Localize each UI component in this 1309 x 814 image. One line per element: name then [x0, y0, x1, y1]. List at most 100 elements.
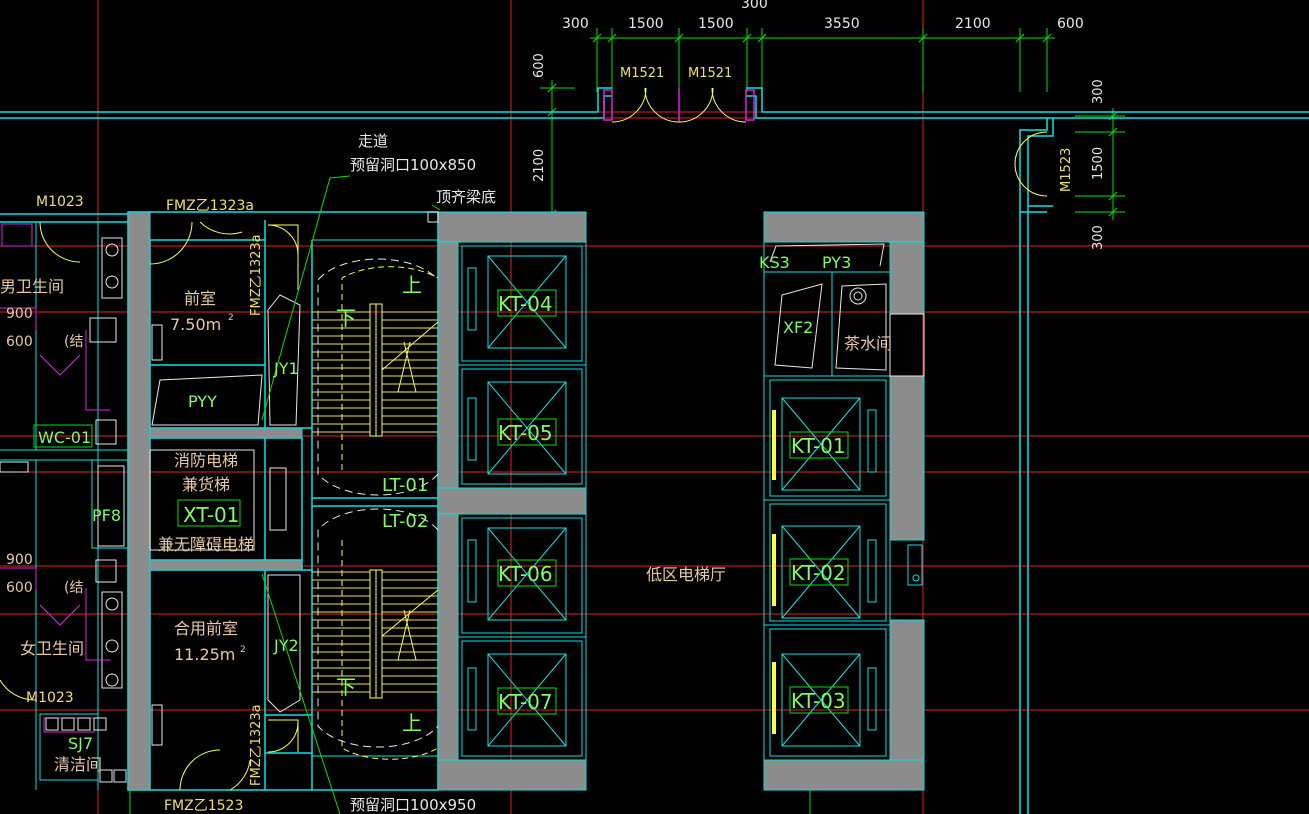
- room-cleaning: 清洁间: [54, 755, 102, 774]
- door-m1023-top: M1023: [36, 194, 84, 210]
- shaft-outlines: [97, 294, 301, 746]
- double-door-m1521: [611, 87, 747, 123]
- stair-handrails: [369, 303, 439, 699]
- dim-3550: 3550: [824, 16, 860, 32]
- shaft-pf8: PF8: [92, 506, 121, 525]
- dim-300-right-bottom: 300: [1091, 225, 1106, 250]
- elevator-kt01: KT-01: [791, 434, 846, 458]
- elevator-labels-right-boxes: [789, 431, 849, 714]
- stair-up-a: 上: [402, 273, 422, 297]
- level-c: 900: [6, 552, 33, 568]
- annotation-beam-flush: 顶齐梁底: [436, 188, 496, 206]
- stair-down-a: 下: [336, 306, 356, 330]
- room-female-toilet: 女卫生间: [20, 639, 84, 658]
- elevator-kt04: KT-04: [498, 292, 553, 316]
- annotation-opening-bottom: 预留洞口100x950: [350, 796, 476, 814]
- shaft-pyy: PYY: [188, 392, 217, 411]
- area-sup-b: 2: [240, 645, 246, 655]
- stair-treads: [312, 311, 438, 693]
- elevator-kt05: KT-05: [498, 421, 553, 445]
- dim-300-left: 300: [562, 16, 589, 32]
- top-dimension-texts: 300 1500 1500 300 3550 2100 600: [562, 0, 1084, 32]
- elevator-kt02: KT-02: [791, 561, 846, 585]
- dim-1500-b: 1500: [698, 16, 734, 32]
- elevator-door-marks-right: [772, 410, 776, 734]
- shaft-ks3: KS3: [759, 253, 790, 272]
- elevator-xt01: XT-01: [183, 503, 239, 527]
- toilet-partitions: [0, 223, 110, 733]
- door-label-m1521-a: M1521: [620, 66, 664, 81]
- level-a: 900: [6, 306, 33, 322]
- stair-down-b: 下: [336, 675, 356, 699]
- room-sub-labels: (结 (结 900 600 900 600 2 2: [6, 306, 246, 655]
- annotation-corridor: 走道: [358, 132, 388, 150]
- area-sup-a: 2: [228, 313, 234, 323]
- elevator-kt07: KT-07: [498, 690, 553, 714]
- shaft-jy2: JY2: [273, 636, 299, 655]
- dim-1500-a: 1500: [628, 16, 664, 32]
- door-fmz-bottom: FMZ乙1523: [164, 798, 243, 814]
- stair-lt02: LT-02: [382, 511, 428, 532]
- door-fmz-right-bottom: FMZ乙1323a: [249, 704, 264, 786]
- dim-2100: 2100: [955, 16, 991, 32]
- door-label-m1523: M1523: [1059, 148, 1074, 192]
- elevator-bank-left: [457, 241, 587, 761]
- shaft-jy1: JY1: [273, 359, 299, 378]
- elevator-kt03: KT-03: [791, 689, 846, 713]
- room-low-zone-lobby: 低区电梯厅: [646, 565, 726, 584]
- elevator-bank-right: [763, 241, 923, 761]
- upper-right-shafts: [769, 243, 887, 371]
- level-d: 600: [6, 580, 33, 596]
- room-shared-front-room: 合用前室: [174, 619, 238, 638]
- annotations: 走道 预留洞口100x850 顶齐梁底 预留洞口100x950: [350, 132, 496, 814]
- xt01-label-box: [177, 499, 241, 527]
- room-male-toilet: 男卫生间: [0, 277, 64, 296]
- stair-labels: LT-01 LT-02: [382, 475, 428, 532]
- room-labels: 男卫生间 女卫生间 前室 7.50m 合用前室 11.25m 消防电梯 兼货梯 …: [0, 277, 892, 774]
- leader-lines: [129, 175, 811, 814]
- door-m1023-bottom: M1023: [26, 690, 74, 706]
- upper-right-shaft-frame: [889, 313, 925, 377]
- dim-300-right-top: 300: [1091, 79, 1106, 104]
- elevator-labels-left-boxes: [497, 289, 557, 715]
- door-fmz-top: FMZ乙1323a: [166, 198, 254, 214]
- room-accessible-elevator: 兼无障碍电梯: [158, 535, 254, 554]
- stair-lt01: LT-01: [382, 475, 428, 496]
- top-dimension-chain: [590, 28, 1055, 92]
- shaft-labels: PYY JY1 JY2 PF8 WC-01 KS3 PY3 XF2 SJ7: [38, 253, 851, 753]
- room-tea-room: 茶水间: [844, 334, 892, 353]
- room-front-room: 前室: [184, 289, 216, 308]
- stair-up-b: 上: [402, 711, 422, 735]
- dim-300-mid: 300: [741, 0, 768, 12]
- dim-1500-right: 1500: [1091, 147, 1106, 180]
- shaft-xf2: XF2: [783, 318, 813, 337]
- room-front-room-area: 7.50m: [170, 315, 221, 334]
- grid-markers: [0, 211, 439, 783]
- annotation-opening-top: 预留洞口100x850: [350, 156, 476, 174]
- door-labels: M1023 M1023 FMZ乙1323a FMZ乙1523: [26, 194, 254, 814]
- right-vertical-dimension: [1075, 108, 1125, 220]
- top-wall-door-frames: [603, 88, 755, 122]
- level-b: 600: [6, 334, 33, 350]
- structure-note-b: (结: [64, 580, 83, 596]
- wc01-label-box: [33, 424, 93, 448]
- room-fire-elevator: 消防电梯: [174, 451, 238, 470]
- shaft-py3: PY3: [822, 253, 851, 272]
- door-label-m1521-b: M1521: [688, 66, 732, 81]
- door-m1523: [1014, 131, 1048, 197]
- door-fmz-right-top: FMZ乙1323a: [249, 234, 264, 316]
- room-cargo-elevator: 兼货梯: [182, 475, 230, 494]
- dim-600-vertical: 600: [532, 53, 547, 78]
- toilet-fixtures: [89, 237, 123, 689]
- concrete-walls: [127, 211, 925, 791]
- elevator-kt06: KT-06: [498, 562, 553, 586]
- elevator-labels: KT-04 KT-05 KT-06 KT-07 KT-01 KT-02 KT-0…: [183, 292, 846, 714]
- stair-direction-labels: 下 上 下 上: [336, 273, 422, 735]
- structure-note-a: (结: [64, 334, 83, 350]
- dim-2100-vertical: 2100: [532, 149, 547, 182]
- dim-600-right: 600: [1057, 16, 1084, 32]
- shaft-wc01: WC-01: [38, 428, 91, 447]
- shaft-sj7: SJ7: [68, 734, 93, 753]
- room-shared-front-room-area: 11.25m: [174, 645, 235, 664]
